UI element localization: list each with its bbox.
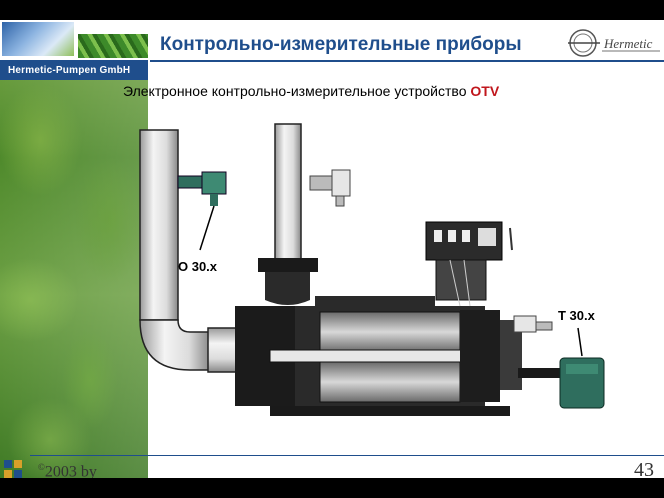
- subtitle-accent: OTV: [470, 83, 500, 99]
- pump-housing: [235, 296, 522, 416]
- sky-image: [2, 22, 74, 56]
- block-yellow: [14, 460, 22, 468]
- copyright-text: 2003 by: [44, 463, 97, 481]
- temperature-probe-icon: [513, 315, 553, 333]
- copyright-mark: ©: [38, 462, 45, 472]
- pressure-sensor-icon: [309, 169, 351, 207]
- label-o30: O 30.x: [178, 259, 218, 274]
- block-yellow-2: [4, 470, 12, 478]
- logo-text: Hermetic: [603, 36, 653, 51]
- bottom-black-bar: [0, 478, 664, 498]
- pump-diagram: [139, 123, 605, 416]
- page-title: Контрольно-измерительные приборы: [160, 34, 522, 55]
- subtitle-text: Электронное контрольно-измерительное уст…: [123, 83, 467, 99]
- footer-logo-blocks: [0, 456, 30, 478]
- title-underline: [150, 60, 664, 62]
- discharge-pipe: [258, 123, 318, 305]
- hermetic-logo: Hermetic: [568, 29, 660, 57]
- strip-fade: [0, 80, 148, 478]
- subtitle: Электронное контрольно-измерительное уст…: [123, 83, 499, 99]
- footer-rule: [30, 455, 664, 456]
- label-t30: T 30.x: [558, 308, 595, 323]
- o30-sensor-icon: [177, 171, 227, 251]
- leaf-image: [78, 34, 148, 58]
- page-number: 43: [634, 459, 654, 481]
- decorative-leaf-strip: [0, 20, 148, 478]
- otv-control-box: [425, 221, 513, 307]
- t30-sensor-icon: [518, 327, 605, 409]
- company-name: Hermetic-Pumpen GmbH: [8, 64, 131, 76]
- block-blue: [4, 460, 12, 468]
- block-blue-2: [14, 470, 22, 478]
- company-brand-bar: Hermetic-Pumpen GmbH: [0, 60, 148, 80]
- footer-copyright: ©2003 by: [38, 462, 97, 481]
- top-black-bar: [0, 0, 664, 20]
